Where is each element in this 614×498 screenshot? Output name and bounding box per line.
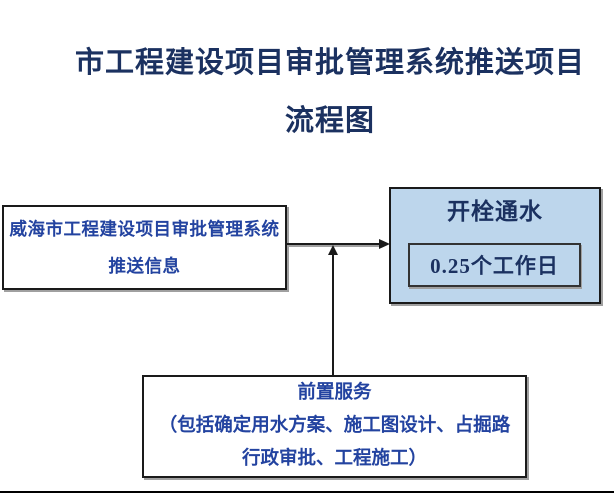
page-title: 市工程建设项目审批管理系统推送项目 流程图 xyxy=(0,34,614,150)
page-title-line2: 流程图 xyxy=(284,105,375,137)
duration-label: 0.25个工作日 xyxy=(430,254,559,278)
connector-line-horizontal xyxy=(287,243,381,245)
connector-line-vertical xyxy=(332,250,334,375)
page-title-line1: 市工程建设项目审批管理系统推送项目 xyxy=(74,47,585,79)
preposed-service-box: 前置服务 （包括确定用水方案、施工图设计、占掘路 行政审批、工程施工） xyxy=(142,375,527,478)
preposed-service-box-line1: 前置服务 xyxy=(297,383,372,403)
footer-divider xyxy=(0,491,614,493)
water-supply-box: 开栓通水 0.25个工作日 xyxy=(389,187,601,304)
water-supply-box-title: 开栓通水 xyxy=(447,199,543,224)
push-system-box-line2: 推送信息 xyxy=(108,255,181,276)
preposed-service-box-line2: （包括确定用水方案、施工图设计、占掘路 xyxy=(158,416,511,436)
arrow-right-icon xyxy=(379,239,390,249)
duration-box: 0.25个工作日 xyxy=(408,243,581,287)
push-system-box-line1: 威海市工程建设项目审批管理系统 xyxy=(9,218,280,239)
arrow-up-icon xyxy=(328,245,338,255)
preposed-service-box-line3: 行政审批、工程施工） xyxy=(241,449,427,469)
push-system-box: 威海市工程建设项目审批管理系统 推送信息 xyxy=(2,205,287,290)
